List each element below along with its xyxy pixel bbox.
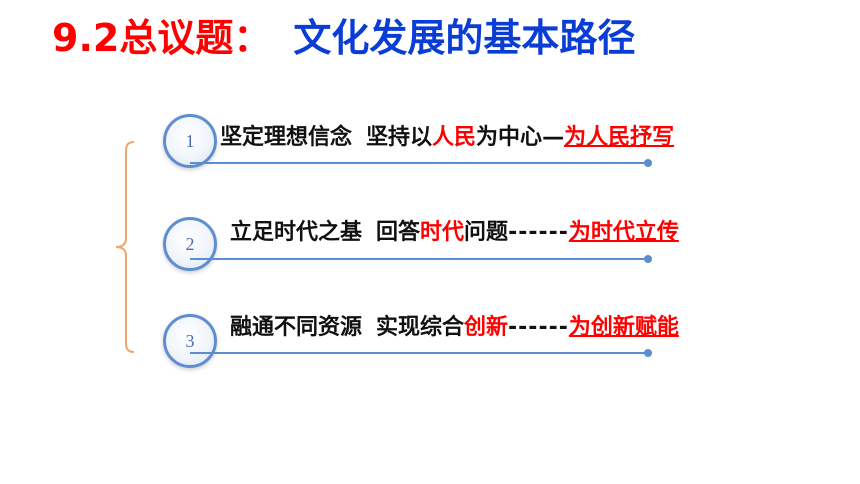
step-number: 2: [185, 233, 195, 254]
item-highlight: 人民: [432, 125, 477, 150]
left-brace: [115, 141, 135, 353]
underline-bar: [190, 352, 650, 354]
step-number-badge: 3: [163, 314, 217, 368]
item-text: 融通不同资源实现综合创新------为创新赋能: [230, 312, 679, 344]
item-phrase-1: 融通不同资源: [230, 315, 363, 340]
item-phrase-2a: 实现综合: [376, 315, 465, 340]
item-phrase-2a: 坚持以: [366, 125, 433, 150]
line-end-dot: [644, 159, 652, 167]
item-phrase-2a: 回答: [376, 220, 421, 245]
item-phrase-2b: 为中心: [476, 125, 543, 150]
item-phrase-1: 坚定理想信念: [220, 125, 353, 150]
item-highlight: 创新: [464, 315, 509, 340]
item-tag: 为创新赋能: [568, 315, 679, 340]
item-connector: —: [542, 125, 565, 150]
line-end-dot: [644, 255, 652, 263]
title-number: 9.2总议题：: [52, 16, 272, 60]
item-text: 立足时代之基回答时代问题------为时代立传: [230, 217, 679, 249]
item-text: 坚定理想信念坚持以人民为中心—为人民抒写: [220, 122, 674, 154]
step-number-badge: 1: [163, 114, 217, 168]
list-item-1: 1 坚定理想信念坚持以人民为中心—为人民抒写: [0, 104, 860, 174]
page-title: 9.2总议题： 文化发展的基本路径: [52, 10, 635, 66]
item-tag: 为人民抒写: [564, 125, 675, 150]
item-highlight: 时代: [420, 220, 465, 245]
step-number-badge: 2: [163, 217, 217, 271]
step-number: 3: [185, 330, 195, 351]
step-number: 1: [185, 130, 195, 151]
item-connector: ------: [508, 315, 569, 340]
underline-bar: [190, 258, 650, 260]
item-phrase-2b: 问题: [464, 220, 509, 245]
line-end-dot: [644, 349, 652, 357]
item-tag: 为时代立传: [568, 220, 679, 245]
item-phrase-1: 立足时代之基: [230, 220, 363, 245]
item-connector: ------: [508, 220, 569, 245]
underline-bar: [190, 162, 650, 164]
list-item-2: 2 立足时代之基回答时代问题------为时代立传: [0, 207, 860, 277]
title-subject: 文化发展的基本路径: [293, 16, 636, 60]
list-item-3: 3 融通不同资源实现综合创新------为创新赋能: [0, 306, 860, 376]
